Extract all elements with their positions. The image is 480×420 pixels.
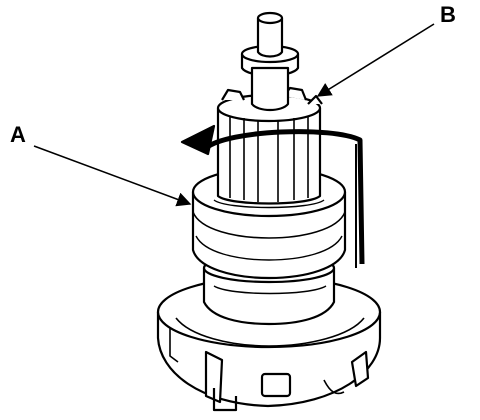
shaft-tip: [256, 11, 284, 58]
callout-b-leader: [316, 23, 435, 97]
rotation-arrow: [180, 124, 365, 268]
callout-a-leader: [33, 145, 192, 207]
callout-a-label: A: [10, 122, 26, 147]
callout-b-label: B: [440, 2, 456, 27]
pinion-gear: [216, 84, 323, 205]
